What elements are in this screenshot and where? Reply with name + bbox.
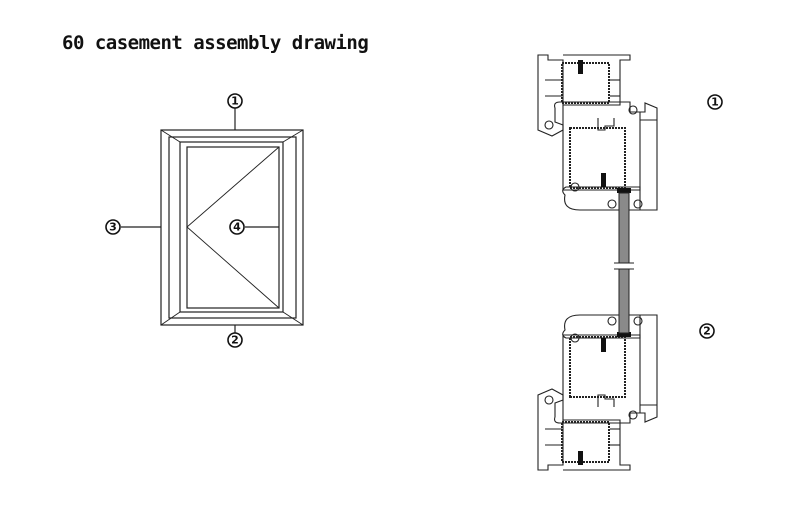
window-elevation (121, 108, 304, 333)
sash-outer (179, 141, 284, 313)
frame-inner-line (168, 136, 297, 319)
label-1: 1 (231, 95, 239, 108)
label-1-callout: 1 (227, 93, 243, 109)
label-2-callout: 2 (227, 332, 243, 348)
section-label-1-callout: 1 (707, 94, 723, 110)
section-bottom-profile (537, 314, 658, 471)
label-3-callout: 3 (105, 219, 121, 235)
label-2: 2 (231, 334, 239, 347)
section-top-profile (537, 54, 658, 211)
label-4: 4 (233, 221, 241, 234)
opening-direction-lines (186, 146, 280, 309)
glass-section (614, 192, 634, 334)
label-3: 3 (109, 221, 117, 234)
miter-lines (160, 129, 304, 326)
elevation-labels: 1 2 3 4 (105, 93, 245, 348)
section-label-1: 1 (711, 96, 719, 109)
drawing-title: 60 casement assembly drawing (62, 32, 369, 54)
section-labels: 1 2 (699, 94, 723, 339)
section-label-2-callout: 2 (699, 323, 715, 339)
section-label-2: 2 (703, 325, 711, 338)
label-4-callout: 4 (229, 219, 245, 235)
